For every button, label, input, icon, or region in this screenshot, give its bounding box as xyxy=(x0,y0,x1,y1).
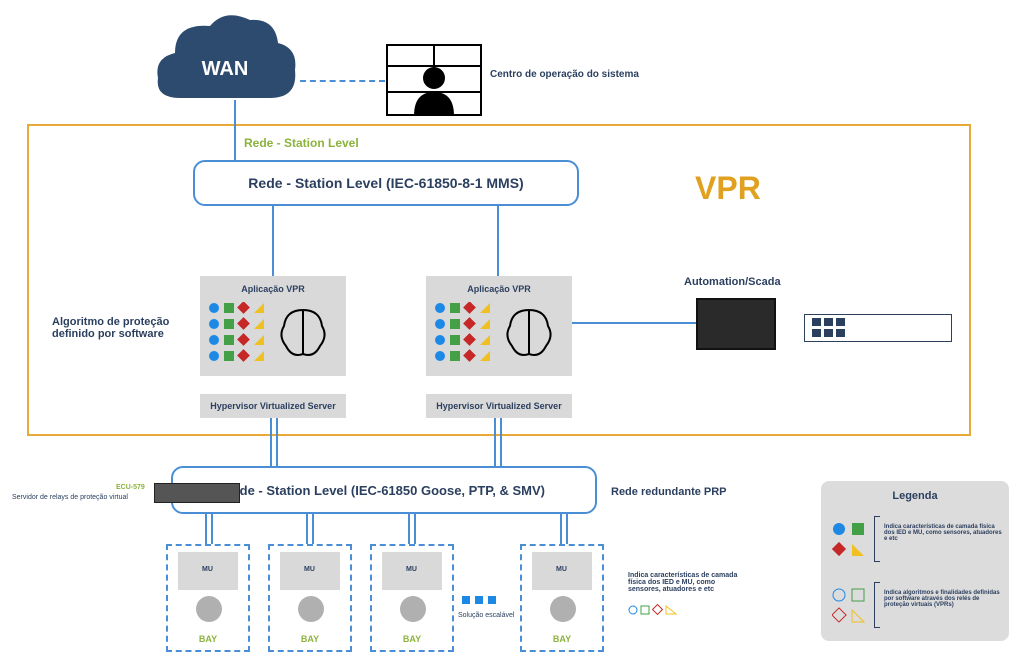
goose-network: Rede - Station Level (IEC-61850 Goose, P… xyxy=(171,466,597,514)
vpr-box xyxy=(27,124,971,436)
wan-to-station-line xyxy=(234,100,236,162)
legend-filled-shapes-icon xyxy=(832,523,864,557)
hypervisor-left: Hypervisor Virtualized Server xyxy=(200,394,346,418)
outline-shapes-icon xyxy=(628,604,678,616)
mu-box: MU xyxy=(280,552,340,590)
mu-box: MU xyxy=(532,552,592,590)
prp-label: Rede redundante PRP xyxy=(611,486,727,498)
shapes-grid-right-icon xyxy=(435,302,490,362)
mu-label: MU xyxy=(202,566,213,573)
switch-ports-icon xyxy=(812,318,845,337)
bay-4: MU BAY xyxy=(520,544,604,652)
legend-bracket-1 xyxy=(874,516,880,562)
bay4-line-a xyxy=(560,514,562,544)
bay-label: BAY xyxy=(552,634,572,644)
hypervisor-right: Hypervisor Virtualized Server xyxy=(426,394,572,418)
ecu-server xyxy=(154,483,240,503)
hyper-line-r1 xyxy=(494,418,496,466)
wan-cloud-icon xyxy=(157,15,296,99)
bay1-line-b xyxy=(211,514,213,544)
transformer-icon xyxy=(298,596,324,622)
mu-box: MU xyxy=(382,552,442,590)
hyper-label-right: Hypervisor Virtualized Server xyxy=(436,401,562,411)
bay3-line-a xyxy=(408,514,410,544)
mms-line-left xyxy=(272,206,274,276)
bay-label: BAY xyxy=(402,634,422,644)
legend-title: Legenda xyxy=(892,490,938,502)
bay4-line-b xyxy=(566,514,568,544)
bay-2: MU BAY xyxy=(268,544,352,652)
mms-network: Rede - Station Level (IEC-61850-8-1 MMS) xyxy=(193,160,579,206)
bay2-line-b xyxy=(312,514,314,544)
mu-label: MU xyxy=(406,566,417,573)
bay-1: MU BAY xyxy=(166,544,250,652)
hyper-line-r2 xyxy=(500,418,502,466)
bay3-line-b xyxy=(414,514,416,544)
app-label-left: Aplicação VPR xyxy=(241,284,305,294)
scada-monitor xyxy=(696,298,776,350)
legend-bracket-2 xyxy=(874,582,880,628)
legend-text-1: Indica características de camada física … xyxy=(884,524,1002,542)
mms-line-right xyxy=(497,206,499,276)
brain-left-icon xyxy=(280,308,326,356)
wan-label: WAN xyxy=(201,58,249,80)
transformer-icon xyxy=(196,596,222,622)
hyper-label-left: Hypervisor Virtualized Server xyxy=(210,401,336,411)
vpr-title: VPR xyxy=(695,170,761,206)
scada-label: Automation/Scada xyxy=(684,276,781,288)
switch-device xyxy=(804,314,952,342)
algo-label: Algoritmo de proteção definido por softw… xyxy=(52,316,170,340)
mu-label: MU xyxy=(304,566,315,573)
mu-label: MU xyxy=(556,566,567,573)
bay-label: BAY xyxy=(300,634,320,644)
ind-text: Indica características de camada física … xyxy=(628,572,738,593)
scalable-label: Solução escalável xyxy=(458,612,515,619)
mu-box: MU xyxy=(178,552,238,590)
operator-icon xyxy=(386,44,482,116)
transformer-icon xyxy=(550,596,576,622)
legend-outline-shapes-icon xyxy=(832,588,866,623)
hyper-line-l2 xyxy=(276,418,278,466)
bay2-line-a xyxy=(306,514,308,544)
centro-label: Centro de operação do sistema xyxy=(490,69,639,80)
transformer-icon xyxy=(400,596,426,622)
brain-right-icon xyxy=(506,308,552,356)
station-top-label: Rede - Station Level xyxy=(244,136,359,150)
shapes-grid-left-icon xyxy=(209,302,264,362)
hyper-line-l1 xyxy=(270,418,272,466)
bay1-line-a xyxy=(205,514,207,544)
bay-label: BAY xyxy=(198,634,218,644)
app-label-right: Aplicação VPR xyxy=(467,284,531,294)
ecu-label: ECU-579 xyxy=(116,484,145,491)
bay-3: MU BAY xyxy=(370,544,454,652)
legend-text-2: Indica algoritmos e finalidades definida… xyxy=(884,590,1000,608)
wan-link xyxy=(300,80,385,82)
ecu-desc: Servidor de relays de proteção virtual xyxy=(12,494,128,501)
scalable-dots-icon xyxy=(462,596,496,604)
app-to-scada-line xyxy=(572,322,696,324)
